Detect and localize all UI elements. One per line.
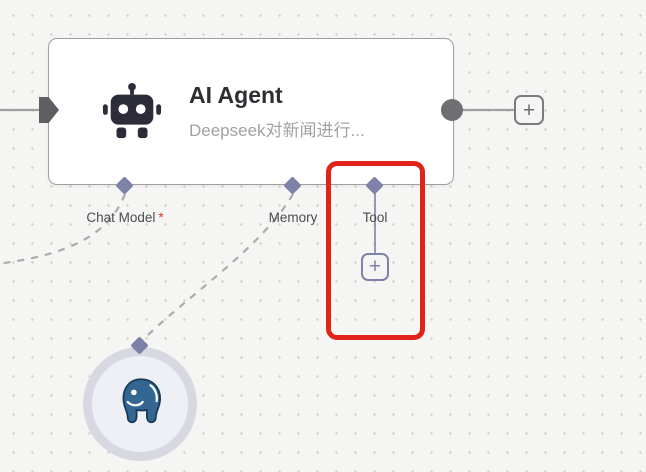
node-title: AI Agent — [189, 82, 283, 109]
postgresql-elephant-icon — [112, 374, 168, 435]
node-subtitle: Deepseek对新闻进行... — [189, 120, 365, 140]
tool-highlight-annotation — [326, 161, 425, 340]
add-tool-button[interactable]: + — [361, 253, 389, 281]
add-next-node-button[interactable]: + — [514, 95, 544, 125]
required-asterisk: * — [158, 210, 164, 225]
ai-agent-node[interactable]: AI Agent Deepseek对新闻进行... — [48, 38, 454, 185]
memory-port-label: Memory — [268, 210, 318, 225]
chat-model-port-label: Chat Model* — [86, 210, 163, 225]
chat-model-label-text: Chat Model — [86, 210, 156, 225]
tool-port-label: Tool — [362, 210, 388, 225]
node-output-endpoint[interactable] — [441, 99, 463, 121]
connection-chat-model[interactable] — [0, 193, 127, 265]
robot-icon — [101, 81, 163, 143]
postgres-node[interactable] — [83, 347, 197, 461]
